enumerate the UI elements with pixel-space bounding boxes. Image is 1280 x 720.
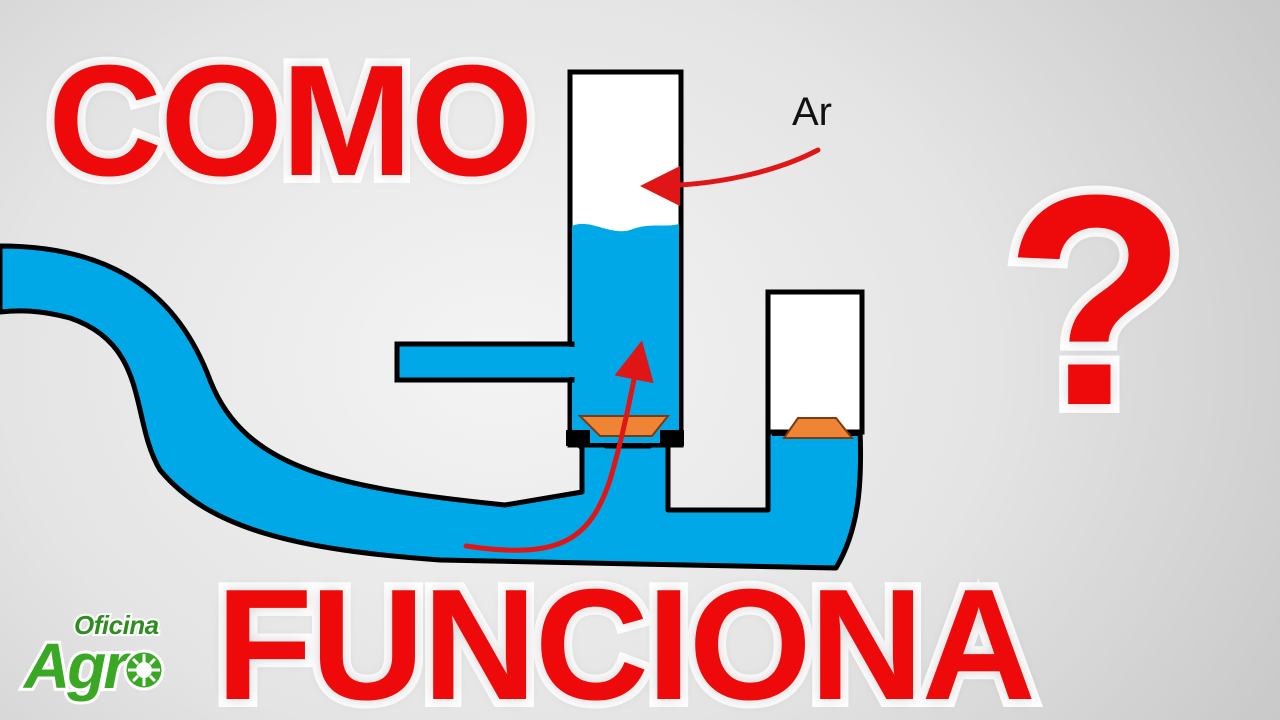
question-mark: ? [995, 132, 1196, 468]
air-label: Ar [792, 90, 832, 134]
valve-seat-left [566, 430, 590, 446]
logo-top-text: Oficina [72, 608, 161, 642]
delivery-pipe [394, 341, 575, 383]
air-pointer-arrow [640, 147, 821, 206]
waste-valve-chamber [765, 289, 865, 435]
valve-seat-right [660, 430, 684, 446]
flow-arrow-up [463, 340, 654, 553]
inlet-pipe [0, 243, 864, 571]
gear-icon [123, 649, 165, 691]
waste-valve [782, 417, 855, 439]
title-funciona: FUNCIONA [208, 557, 1044, 720]
air-chamber-water [572, 223, 679, 443]
logo-main-text: Agr [21, 630, 131, 702]
title-como: COMO [40, 33, 541, 209]
oficina-agro-logo: Oficina Agr [21, 608, 182, 702]
